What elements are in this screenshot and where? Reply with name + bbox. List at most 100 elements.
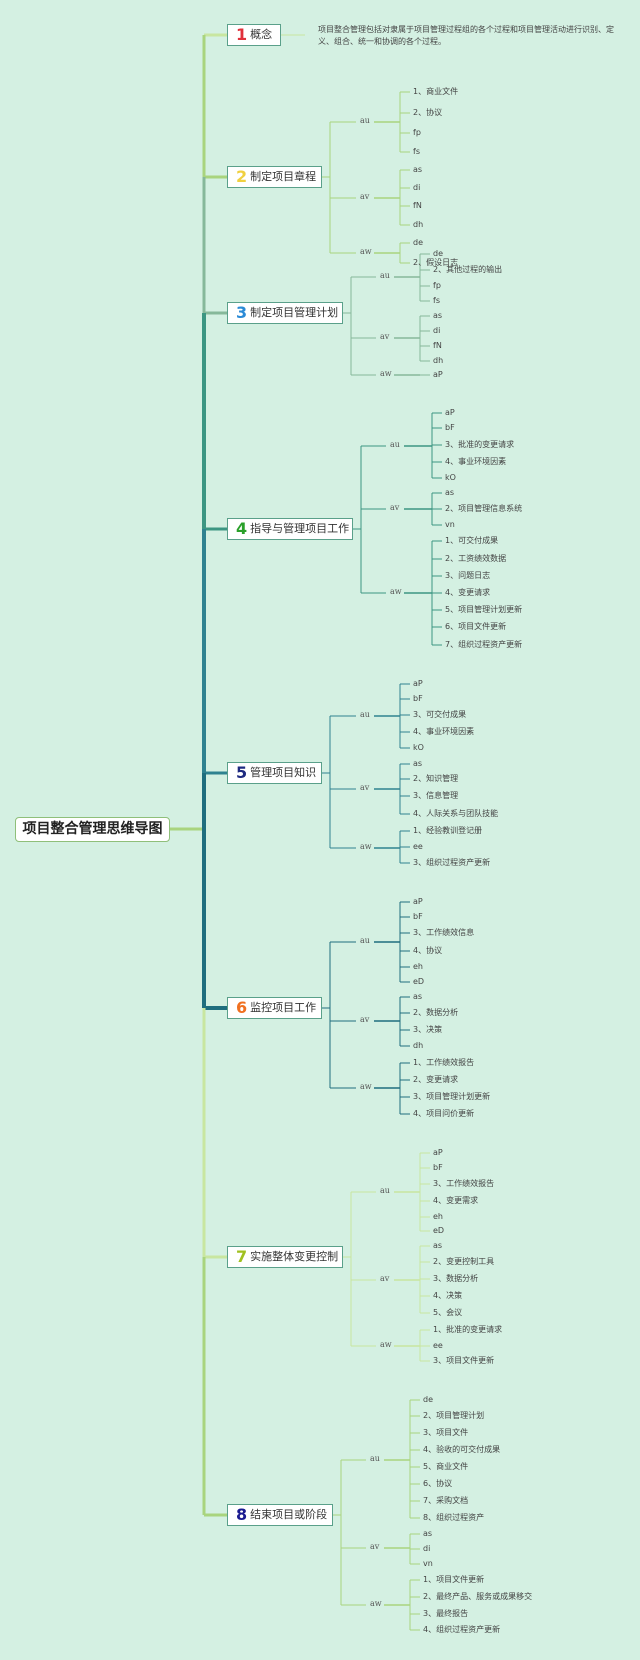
leaf-item[interactable]: aP xyxy=(413,897,423,906)
leaf-item[interactable]: 2、最终产品、服务或成果移交 xyxy=(423,1592,533,1601)
leaf-item[interactable]: dh xyxy=(433,356,444,365)
leaf-item[interactable]: 4、事业环境因素 xyxy=(413,727,475,736)
leaf-item[interactable]: as xyxy=(433,311,443,320)
leaf-item[interactable]: kO xyxy=(445,473,456,482)
leaf-item[interactable]: eD xyxy=(433,1226,445,1235)
group-label[interactable]: aw xyxy=(360,247,372,256)
group-label[interactable]: au xyxy=(360,710,370,719)
leaf-item[interactable]: as xyxy=(445,488,455,497)
leaf-item[interactable]: 4、项目问价更新 xyxy=(413,1109,475,1118)
group-label[interactable]: au xyxy=(360,116,370,125)
leaf-item[interactable]: eD xyxy=(413,977,425,986)
leaf-item[interactable]: eh xyxy=(413,962,423,971)
group-label[interactable]: av xyxy=(390,503,400,512)
leaf-item[interactable]: 4、变更请求 xyxy=(445,588,491,597)
leaf-item[interactable]: 1、批准的变更请求 xyxy=(433,1325,503,1334)
leaf-item[interactable]: 1、项目文件更新 xyxy=(423,1575,485,1584)
leaf-item[interactable]: as xyxy=(413,759,423,768)
leaf-item[interactable]: aP xyxy=(445,408,455,417)
leaf-item[interactable]: bF xyxy=(445,423,455,432)
group-label[interactable]: av xyxy=(380,332,390,341)
leaf-item[interactable]: 1、商业文件 xyxy=(413,87,459,96)
leaf-item[interactable]: 2、项目管理信息系统 xyxy=(445,504,523,513)
group-label[interactable]: au xyxy=(370,1454,380,1463)
leaf-item[interactable]: 3、项目文件更新 xyxy=(433,1356,495,1365)
leaf-item[interactable]: 5、商业文件 xyxy=(423,1462,469,1471)
leaf-item[interactable]: kO xyxy=(413,743,424,752)
leaf-item[interactable]: aP xyxy=(433,370,443,379)
leaf-item[interactable]: as xyxy=(413,165,423,174)
leaf-item[interactable]: 4、验收的可交付成果 xyxy=(423,1445,501,1454)
leaf-item[interactable]: 3、工作绩效信息 xyxy=(413,928,475,937)
leaf-item[interactable]: 6、项目文件更新 xyxy=(445,622,507,631)
group-label[interactable]: aw xyxy=(360,842,372,851)
leaf-item[interactable]: 2、协议 xyxy=(413,108,443,117)
leaf-item[interactable]: di xyxy=(423,1544,431,1553)
group-label[interactable]: aw xyxy=(380,1340,392,1349)
leaf-item[interactable]: 3、项目管理计划更新 xyxy=(413,1092,491,1101)
leaf-item[interactable]: 3、数据分析 xyxy=(433,1274,479,1283)
leaf-item[interactable]: 3、组织过程资产更新 xyxy=(413,858,491,867)
leaf-item[interactable]: vn xyxy=(423,1559,433,1568)
leaf-item[interactable]: 3、信息管理 xyxy=(413,791,459,800)
leaf-item[interactable]: de xyxy=(423,1395,433,1404)
leaf-item[interactable]: 2、变更控制工具 xyxy=(433,1257,495,1266)
leaf-item[interactable]: 3、项目文件 xyxy=(423,1428,469,1437)
leaf-item[interactable]: 2、假设日志 xyxy=(413,258,459,267)
leaf-item[interactable]: fs xyxy=(433,296,440,305)
leaf-item[interactable]: fp xyxy=(413,128,421,137)
leaf-item[interactable]: de xyxy=(413,238,423,247)
leaf-item[interactable]: 4、变更需求 xyxy=(433,1196,479,1205)
leaf-item[interactable]: 2、变更请求 xyxy=(413,1075,459,1084)
leaf-item[interactable]: 2、项目管理计划 xyxy=(423,1411,485,1420)
leaf-item[interactable]: bF xyxy=(413,694,423,703)
leaf-item[interactable]: di xyxy=(433,326,441,335)
leaf-item[interactable]: 4、事业环境因素 xyxy=(445,457,507,466)
leaf-item[interactable]: fs xyxy=(413,147,420,156)
group-label[interactable]: au xyxy=(380,271,390,280)
group-label[interactable]: aw xyxy=(360,1082,372,1091)
leaf-item[interactable]: vn xyxy=(445,520,455,529)
leaf-item[interactable]: 3、可交付成果 xyxy=(413,710,467,719)
leaf-item[interactable]: dh xyxy=(413,1041,424,1050)
leaf-item[interactable]: di xyxy=(413,183,421,192)
group-label[interactable]: aw xyxy=(390,587,402,596)
group-label[interactable]: av xyxy=(360,1015,370,1024)
leaf-item[interactable]: 1、工作绩效报告 xyxy=(413,1058,475,1067)
leaf-item[interactable]: 4、人际关系与团队技能 xyxy=(413,809,499,818)
leaf-item[interactable]: 3、工作绩效报告 xyxy=(433,1179,495,1188)
leaf-item[interactable]: 2、数据分析 xyxy=(413,1008,459,1017)
leaf-item[interactable]: ee xyxy=(413,842,423,851)
leaf-item[interactable]: 8、组织过程资产 xyxy=(423,1513,485,1522)
leaf-item[interactable]: aP xyxy=(413,679,423,688)
leaf-item[interactable]: 6、协议 xyxy=(423,1479,453,1488)
group-label[interactable]: au xyxy=(380,1186,390,1195)
leaf-item[interactable]: de xyxy=(433,249,443,258)
leaf-item[interactable]: as xyxy=(413,992,423,1001)
leaf-item[interactable]: dh xyxy=(413,220,424,229)
group-label[interactable]: aw xyxy=(370,1599,382,1608)
leaf-item[interactable]: 2、其他过程的输出 xyxy=(433,265,503,274)
leaf-item[interactable]: fN xyxy=(433,341,442,350)
leaf-item[interactable]: 5、项目管理计划更新 xyxy=(445,605,523,614)
group-label[interactable]: au xyxy=(360,936,370,945)
leaf-item[interactable]: as xyxy=(433,1241,443,1250)
group-label[interactable]: av xyxy=(360,192,370,201)
leaf-item[interactable]: 3、最终报告 xyxy=(423,1609,469,1618)
root-topic[interactable]: 项目整合管理思维导图 xyxy=(15,817,170,842)
group-label[interactable]: av xyxy=(370,1542,380,1551)
leaf-item[interactable]: 2、工资绩效数据 xyxy=(445,554,507,563)
leaf-item[interactable]: 1、可交付成果 xyxy=(445,536,499,545)
leaf-item[interactable]: 7、采购文档 xyxy=(423,1496,469,1505)
group-label[interactable]: aw xyxy=(380,369,392,378)
leaf-item[interactable]: eh xyxy=(433,1212,443,1221)
group-label[interactable]: av xyxy=(360,783,370,792)
leaf-item[interactable]: 4、组织过程资产更新 xyxy=(423,1625,501,1634)
leaf-item[interactable]: as xyxy=(423,1529,433,1538)
group-label[interactable]: av xyxy=(380,1274,390,1283)
